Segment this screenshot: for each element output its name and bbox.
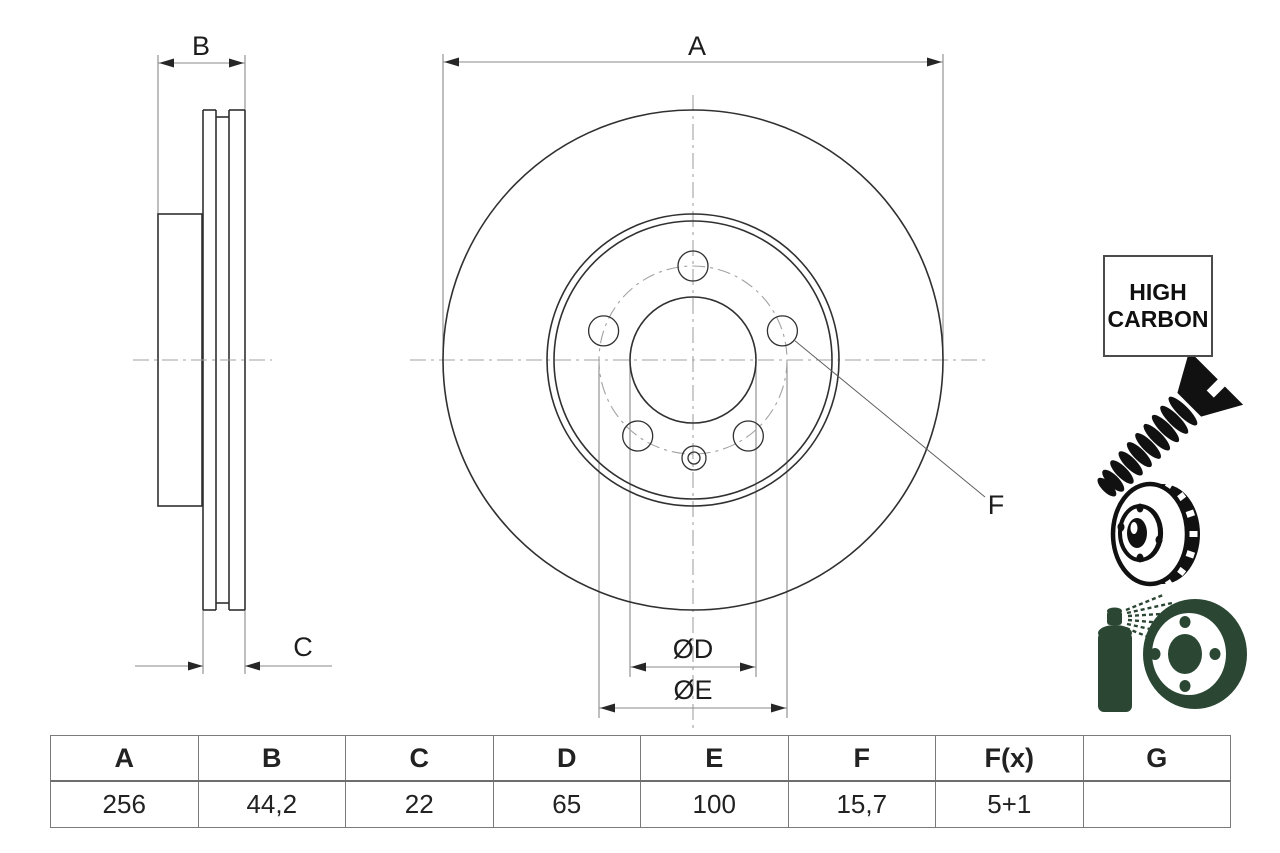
coated-disc — [1143, 599, 1247, 709]
spec-header-f: F — [787, 735, 936, 782]
front-view-extension-lines — [442, 54, 944, 718]
arrowhead — [600, 703, 615, 713]
outer-diameter-circle — [442, 109, 944, 611]
spec-header-c: C — [345, 735, 494, 782]
arrowhead — [444, 57, 459, 67]
front-view: A — [410, 31, 1004, 730]
bolt-hole — [766, 315, 799, 347]
front-view-centerlines — [410, 95, 985, 730]
arrowhead — [631, 662, 646, 672]
hub-bolt-holes — [1117, 503, 1163, 563]
dim-label-d: ØD — [673, 634, 714, 664]
locating-screw-hole-inner — [687, 451, 701, 465]
dim-label-a: A — [688, 31, 706, 61]
bore-highlight — [1130, 522, 1138, 534]
dimension-d: ØD — [630, 634, 756, 672]
arrowhead — [740, 662, 755, 672]
spec-value-e: 100 — [640, 780, 789, 828]
badge-line2: CARBON — [1107, 306, 1209, 332]
spec-value-a: 256 — [50, 780, 199, 828]
spec-value-fx: 5+1 — [935, 780, 1084, 828]
spec-value-g — [1082, 780, 1231, 828]
bolt-hole — [677, 250, 709, 282]
bolt-hole — [622, 420, 654, 452]
spec-header-e: E — [640, 735, 789, 782]
dimension-spec-table: A B C D E F F(x) G 256 44,2 22 65 100 15… — [50, 735, 1231, 828]
arrowhead — [771, 703, 786, 713]
dimension-f: F — [793, 339, 1005, 520]
bolt-hole — [587, 315, 620, 347]
spray-can — [1098, 607, 1132, 712]
side-view: B C — [133, 31, 332, 674]
center-bore-circle — [629, 296, 757, 424]
side-view-extension-lines — [157, 55, 246, 674]
dimension-c: C — [135, 632, 332, 671]
spec-table-header-row: A B C D E F F(x) G — [50, 735, 1231, 782]
spray-mist — [1125, 593, 1178, 642]
arrowhead — [245, 661, 260, 671]
spec-value-b: 44,2 — [197, 780, 346, 828]
arrowhead — [188, 661, 203, 671]
spec-header-fx: F(x) — [935, 735, 1084, 782]
dimension-b: B — [158, 31, 245, 68]
dim-label-b: B — [192, 31, 210, 61]
dim-label-c: C — [293, 632, 313, 662]
disc-rim — [1150, 484, 1200, 584]
hat-inner-circle — [553, 220, 833, 500]
badge-line1: HIGH — [1129, 279, 1187, 306]
arrowhead — [229, 58, 244, 68]
spec-header-b: B — [197, 735, 346, 782]
bolt-hole — [732, 420, 764, 452]
coated-disc-spray-icon — [1098, 593, 1247, 712]
spec-table-value-row: 256 44,2 22 65 100 15,7 5+1 — [50, 780, 1231, 828]
disc-bore — [1127, 518, 1147, 548]
hat-outer-circle — [546, 213, 840, 507]
arrowhead — [927, 57, 942, 67]
spec-header-a: A — [50, 735, 199, 782]
dimension-e: ØE — [599, 675, 787, 713]
bolt-circle-centerline — [598, 265, 788, 455]
high-carbon-badge: HIGH CARBON — [1103, 255, 1213, 357]
locating-screw-hole — [681, 445, 707, 471]
spec-value-c: 22 — [345, 780, 494, 828]
countersunk-screw-icon — [1097, 350, 1244, 497]
dim-label-f: F — [988, 490, 1005, 520]
dimension-a: A — [443, 31, 943, 67]
spec-header-d: D — [492, 735, 641, 782]
vented-brake-disc-icon — [1110, 481, 1200, 587]
bolt-holes — [587, 250, 799, 471]
hub-depth-arc — [1146, 505, 1164, 561]
dim-label-e: ØE — [673, 675, 712, 705]
spec-value-f: 15,7 — [787, 780, 936, 828]
arrowhead — [159, 58, 174, 68]
front-view-outline — [442, 109, 944, 611]
spec-header-g: G — [1082, 735, 1231, 782]
spec-value-d: 65 — [492, 780, 641, 828]
